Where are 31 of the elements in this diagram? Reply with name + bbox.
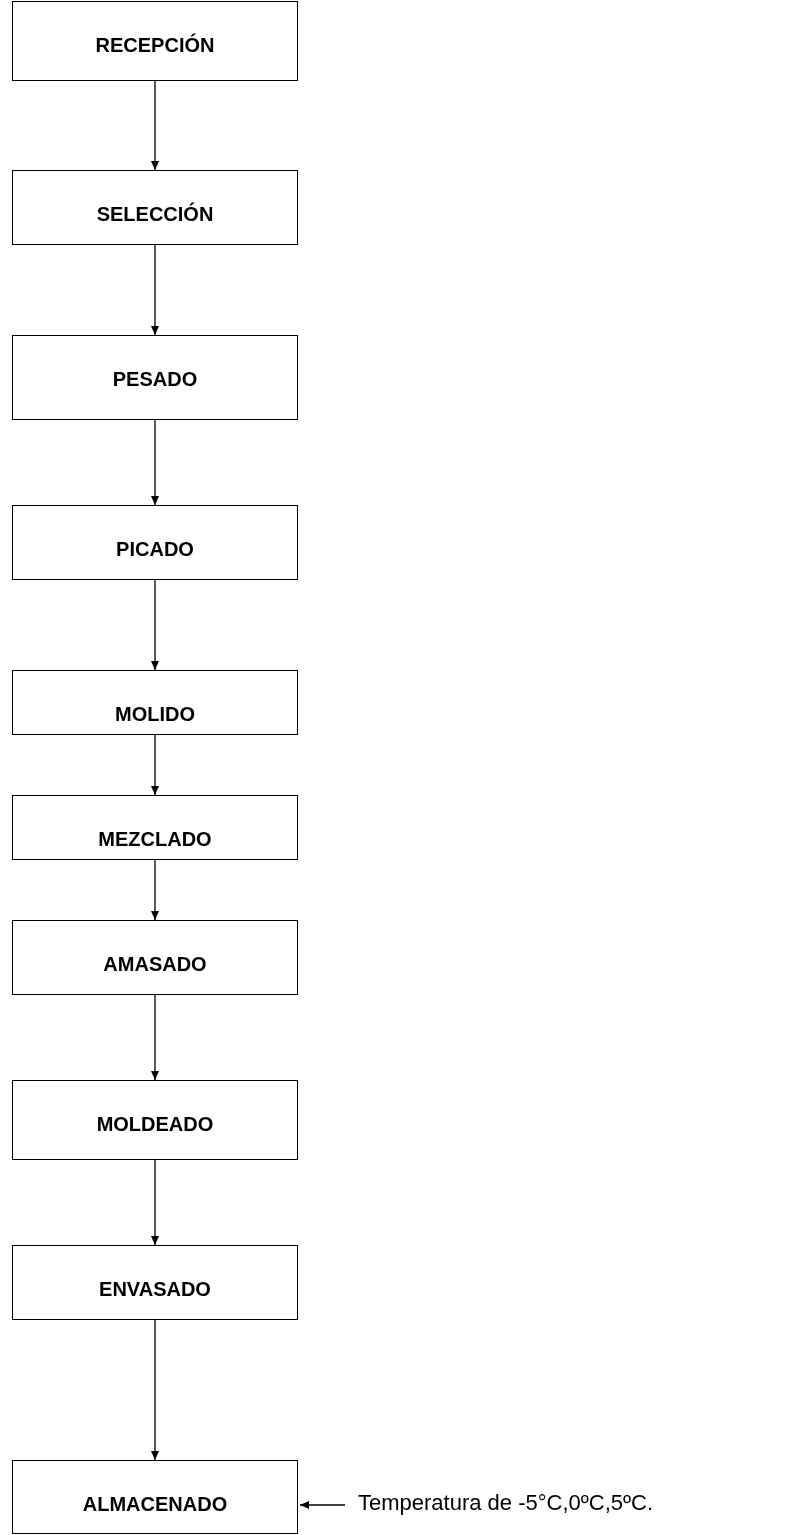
arrow xyxy=(151,1319,159,1461)
step-label: PESADO xyxy=(112,368,198,391)
step-label: MEZCLADO xyxy=(98,828,212,851)
process-box xyxy=(12,1,298,81)
step-label: RECEPCIÓN xyxy=(95,34,215,57)
step-label: MOLDEADO xyxy=(96,1113,214,1136)
step-label: MOLIDO xyxy=(115,703,195,726)
step-label: PICADO xyxy=(116,538,194,561)
arrow xyxy=(151,1159,159,1246)
arrow xyxy=(151,859,159,921)
step-label: SELECCIÓN xyxy=(96,203,214,226)
arrow xyxy=(151,419,159,506)
annotation-text: Temperatura de -5°C,0ºC,5ºC. xyxy=(358,1490,654,1516)
arrow xyxy=(151,734,159,796)
process-box xyxy=(12,1460,298,1534)
process-box xyxy=(12,920,298,995)
process-box xyxy=(12,170,298,245)
arrow xyxy=(299,1501,346,1509)
process-box xyxy=(12,335,298,420)
arrow xyxy=(151,80,159,171)
process-box xyxy=(12,670,298,735)
process-box xyxy=(12,505,298,580)
arrow xyxy=(151,994,159,1081)
arrow xyxy=(151,244,159,336)
step-label: ENVASADO xyxy=(99,1278,211,1301)
process-box xyxy=(12,795,298,860)
process-box xyxy=(12,1245,298,1320)
arrow xyxy=(151,579,159,671)
step-label: ALMACENADO xyxy=(82,1493,228,1516)
process-box xyxy=(12,1080,298,1160)
step-label: AMASADO xyxy=(103,953,207,976)
